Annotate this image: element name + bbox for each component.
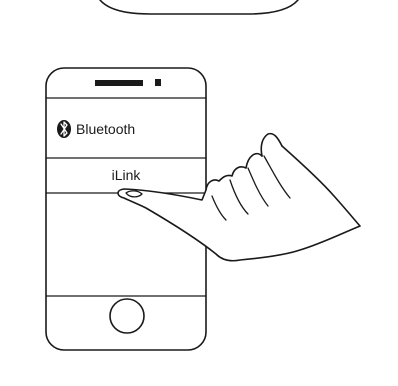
smartphone: Bluetooth iLink xyxy=(45,67,207,351)
bluetooth-icon xyxy=(57,120,71,138)
front-camera-icon xyxy=(155,79,161,86)
bluetooth-header-row: Bluetooth xyxy=(57,120,135,138)
earpiece-speaker-icon xyxy=(95,80,143,86)
device-list-item-hitarea[interactable] xyxy=(47,159,205,193)
device-bottom-edge xyxy=(99,0,299,15)
device-list-item-ilink[interactable]: iLink xyxy=(47,159,205,193)
bluetooth-menu-label: Bluetooth xyxy=(76,121,135,137)
device-item-label: iLink xyxy=(112,167,142,183)
pointing-hand-icon xyxy=(117,132,361,262)
home-button-icon[interactable] xyxy=(109,298,145,334)
